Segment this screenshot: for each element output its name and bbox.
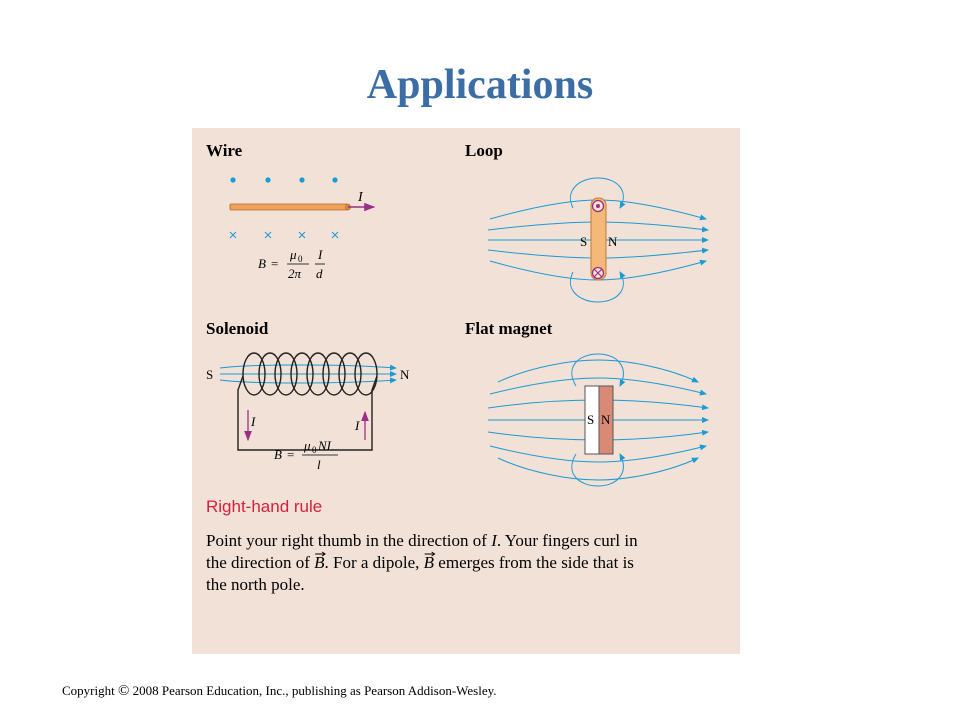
figure-panel: Wire I B = μ 0 2π I d Loo <box>192 128 740 654</box>
solenoid-heading: Solenoid <box>206 319 269 338</box>
copyright-text: 2008 Pearson Education, Inc., publishing… <box>129 683 497 698</box>
loop-ring <box>590 197 607 281</box>
field-dot <box>265 177 271 183</box>
field-dot <box>230 177 236 183</box>
field-cross <box>264 231 272 239</box>
field-line <box>489 444 707 463</box>
formula-den: 2π <box>288 266 302 281</box>
magnet-north-half <box>598 385 614 455</box>
pole-n: N <box>400 367 410 382</box>
field-loop <box>570 177 626 209</box>
copyright-symbol: © <box>117 683 130 699</box>
formula-lhs: B <box>274 447 282 462</box>
formula-num: NI <box>317 438 332 453</box>
magnet-field-lines <box>487 353 709 487</box>
field-line <box>497 457 699 481</box>
field-loop <box>570 271 626 303</box>
current-out-dot <box>596 204 600 208</box>
formula-eq: = <box>271 256 278 271</box>
field-cross <box>298 231 306 239</box>
slide-title: Applications <box>366 62 594 108</box>
pole-n: N <box>601 412 611 427</box>
current-in-cross <box>594 269 602 277</box>
field-line <box>219 364 397 371</box>
solenoid-panel: Solenoid I I S N B = μ 0 NI <box>206 319 410 472</box>
loop-panel: Loop S N <box>465 141 709 303</box>
rule-line-2: the direction of B. For a dipole, B emer… <box>206 553 634 572</box>
field-loop <box>571 453 626 487</box>
coil-turn <box>242 352 266 396</box>
formula-sub: 0 <box>298 254 303 264</box>
vector-b: B <box>314 553 325 572</box>
formula-den: l <box>317 457 321 472</box>
formula-lhs: B <box>258 256 266 271</box>
field-cross <box>331 231 339 239</box>
formula-num: I <box>317 247 323 262</box>
coil-turn <box>354 352 378 396</box>
formula-eq: = <box>287 447 294 462</box>
coil-turn <box>258 352 282 396</box>
formula-den: d <box>316 266 323 281</box>
rule-body: Point your right thumb in the direction … <box>206 531 638 594</box>
solenoid-formula: B = μ 0 NI l <box>274 438 338 472</box>
coil-turn <box>290 352 314 396</box>
copyright-prefix: Copyright <box>62 683 118 698</box>
current-label-left: I <box>250 414 256 429</box>
formula-mu: μ <box>289 247 297 262</box>
coil-lead <box>237 375 378 451</box>
current-label: I <box>357 190 364 205</box>
formula-sub: 0 <box>312 445 317 455</box>
field-loop <box>571 353 626 387</box>
panel-background <box>192 128 740 654</box>
vector-arrow <box>424 551 436 557</box>
wire-conductor <box>229 203 349 211</box>
copyright-notice: Copyright © 2008 Pearson Education, Inc.… <box>62 683 497 700</box>
loop-heading: Loop <box>465 141 503 160</box>
rule-line-3: the north pole. <box>206 575 305 594</box>
field-line <box>489 377 707 396</box>
flat-magnet-heading: Flat magnet <box>465 319 553 338</box>
coil-turn <box>274 352 298 396</box>
pole-s: S <box>587 412 594 427</box>
field-dot <box>332 177 338 183</box>
field-dot <box>299 177 305 183</box>
field-line <box>497 359 699 383</box>
field-cross <box>229 231 237 239</box>
solenoid-coil <box>237 352 378 451</box>
rule-heading: Right-hand rule <box>206 497 322 516</box>
current-label-right: I <box>354 418 360 433</box>
flat-magnet-panel: Flat magnet S N <box>465 319 709 487</box>
pole-s: S <box>206 367 213 382</box>
formula-mu: μ <box>303 438 311 453</box>
coil-turn <box>338 352 362 396</box>
wire-heading: Wire <box>206 141 243 160</box>
wire-panel: Wire I B = μ 0 2π I d <box>206 141 376 281</box>
coil-turn <box>306 352 330 396</box>
rule-line-1: Point your right thumb in the direction … <box>206 531 638 550</box>
field-dots-row <box>230 177 338 183</box>
pole-n: N <box>608 234 618 249</box>
wire-formula: B = μ 0 2π I d <box>258 247 325 281</box>
field-crosses-row <box>229 231 339 239</box>
vector-b: B <box>424 553 435 572</box>
pole-s: S <box>580 234 587 249</box>
vector-arrow <box>315 551 326 557</box>
right-hand-rule: Right-hand rule Point your right thumb i… <box>206 497 638 594</box>
coil-turn <box>322 352 346 396</box>
